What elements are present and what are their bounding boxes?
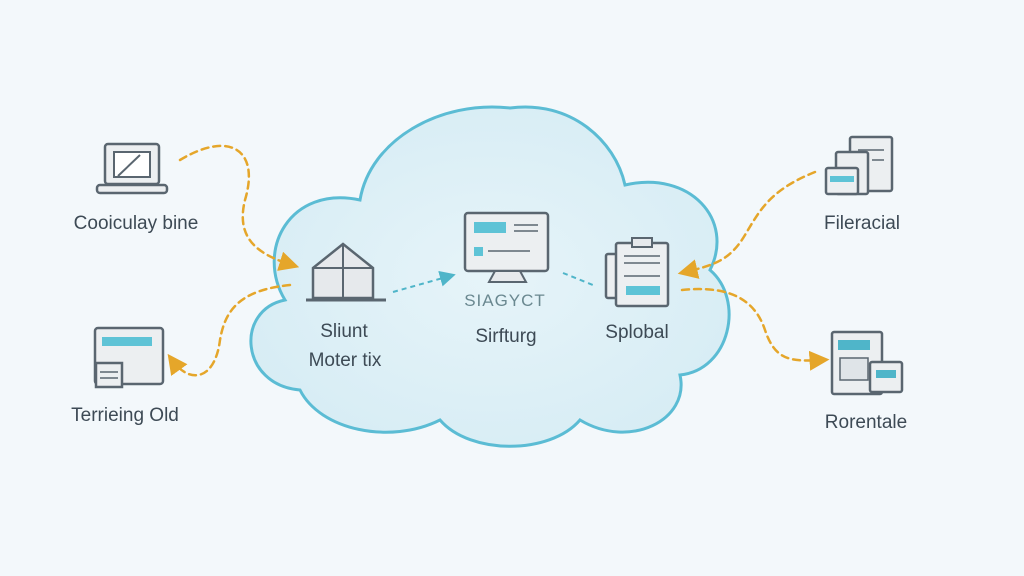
laptop-icon (95, 142, 169, 195)
label-building-line2: Moter tix (309, 350, 382, 371)
label-monitor: Sirfturg (475, 326, 536, 347)
label-building-line1: Sliunt (320, 321, 368, 342)
clipboard-icon (604, 237, 670, 308)
cloud-shape (249, 105, 731, 448)
label-laptop: Cooiculay bine (74, 213, 199, 234)
label-terminal: Terrieing Old (71, 405, 179, 426)
building-icon (306, 242, 386, 302)
caption-monitor: SIAGYCT (464, 291, 546, 310)
label-calculator: Rorentale (825, 412, 907, 433)
documents-icon (824, 135, 894, 196)
calculator-document-icon (830, 330, 904, 396)
monitor-icon (463, 211, 550, 283)
arrow-building-to-monitor (392, 271, 456, 293)
arrow-cloud-to-calculator (680, 287, 830, 371)
terminal-icon (93, 326, 165, 389)
arrow-laptop-to-cloud (178, 144, 300, 271)
arrow-documents-to-cloud (677, 170, 817, 279)
arrow-cloud-to-terminal (167, 283, 292, 377)
label-documents: Fileracial (824, 213, 900, 234)
label-clipboard: Splobal (605, 322, 668, 343)
